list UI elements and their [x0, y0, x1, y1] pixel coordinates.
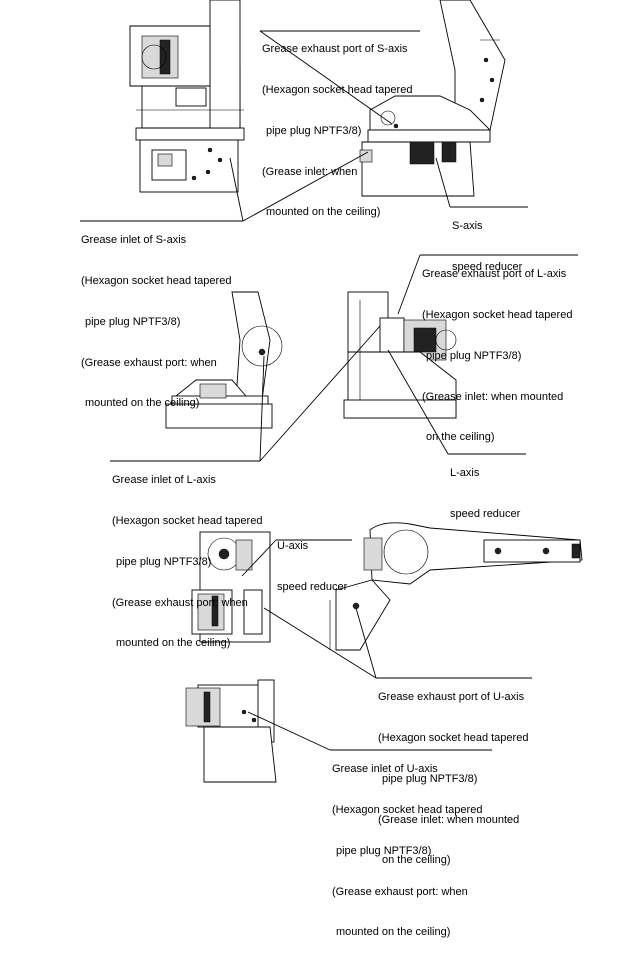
callout-line: U-axis: [277, 540, 309, 553]
u-axis-reducer-callout: U-axis speed reducer: [277, 513, 347, 608]
callout-line: pipe plug NPTF3/8): [116, 555, 212, 568]
u-axis-left-lower-drawing: [185, 679, 277, 783]
callout-line: (Hexagon socket head tapered: [422, 308, 573, 321]
callout-title: Grease exhaust port of L-axis: [422, 268, 567, 281]
callout-line: pipe plug NPTF3/8): [426, 349, 522, 362]
callout-title: Grease inlet of L-axis: [112, 474, 216, 487]
callout-line: mounted on the ceiling): [85, 397, 200, 410]
l-axis-inlet-callout: Grease inlet of L-axis (Hexagon socket h…: [112, 447, 262, 665]
callout-line: speed reducer: [452, 260, 523, 273]
robot-grease-diagram: [80, 0, 583, 783]
callout-line: (Hexagon socket head tapered: [262, 83, 413, 96]
l-axis-left-drawing: [165, 291, 283, 429]
callout-line: on the ceiling): [426, 431, 495, 444]
callout-title: Grease exhaust port of S-axis: [262, 43, 408, 56]
callout-line: pipe plug NPTF3/8): [266, 124, 362, 137]
callout-line: pipe plug NPTF3/8): [382, 772, 478, 785]
u-axis-right-drawing: [329, 522, 583, 651]
l-axis-reducer-callout: L-axis speed reducer: [450, 440, 520, 535]
callout-line: (Hexagon socket head tapered: [378, 731, 529, 744]
callout-line: (Hexagon socket head tapered: [332, 803, 483, 816]
callout-title: Grease exhaust port of U-axis: [378, 691, 525, 704]
s-axis-left-drawing: [129, 0, 245, 193]
callout-line: (Grease exhaust port: when: [81, 356, 217, 369]
callout-title: Grease inlet of U-axis: [332, 763, 438, 776]
u-axis-inlet-callout: Grease inlet of U-axis (Hexagon socket h…: [332, 736, 482, 954]
s-axis-right-drawing: [359, 0, 506, 197]
callout-line: (Hexagon socket head tapered: [81, 274, 232, 287]
l-axis-exhaust-callout: Grease exhaust port of L-axis (Hexagon s…: [422, 241, 572, 459]
s-axis-reducer-callout: S-axis speed reducer: [452, 193, 522, 288]
callout-line: mounted on the ceiling): [266, 206, 381, 219]
callout-line: (Grease exhaust port: when: [332, 885, 468, 898]
callout-line: (Grease inlet: when mounted: [422, 390, 564, 403]
callout-line: speed reducer: [450, 507, 521, 520]
leader-lines: [80, 30, 578, 751]
l-axis-right-drawing: [343, 291, 457, 419]
callout-line: (Hexagon socket head tapered: [112, 514, 263, 527]
s-axis-inlet-callout: Grease inlet of S-axis (Hexagon socket h…: [81, 207, 231, 425]
callout-line: mounted on the ceiling): [116, 637, 231, 650]
callout-title: Grease inlet of S-axis: [81, 234, 187, 247]
s-axis-exhaust-callout: Grease exhaust port of S-axis (Hexagon s…: [262, 16, 412, 234]
callout-line: mounted on the ceiling): [336, 926, 451, 939]
callout-line: pipe plug NPTF3/8): [336, 844, 432, 857]
callout-line: L-axis: [450, 467, 480, 480]
callout-line: (Grease exhaust port: when: [112, 596, 248, 609]
callout-line: pipe plug NPTF3/8): [85, 315, 181, 328]
u-axis-left-upper-drawing: [191, 531, 271, 643]
callout-line: S-axis: [452, 220, 483, 233]
callout-line: speed reducer: [277, 580, 348, 593]
callout-line: (Grease inlet: when: [262, 165, 358, 178]
